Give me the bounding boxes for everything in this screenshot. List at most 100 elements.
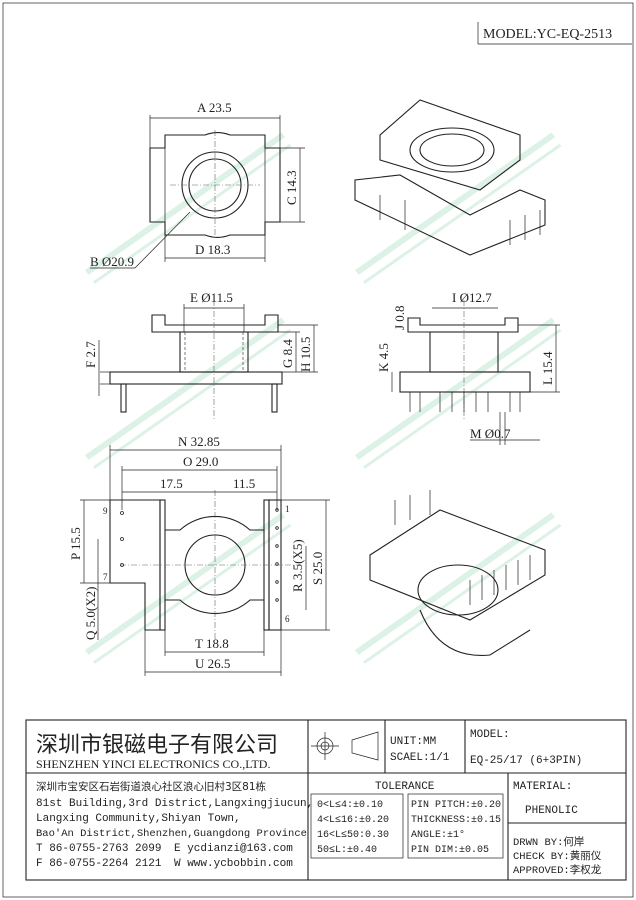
drawing-line bbox=[363, 523, 562, 664]
phone: T 86-0755-2763 2099 bbox=[36, 843, 161, 855]
address-line-1: 81st Building,3rd District,Langxingjiucu… bbox=[36, 798, 313, 810]
drawing-line bbox=[407, 317, 519, 333]
pin-9: 9 bbox=[103, 506, 108, 516]
website: W www.ycbobbin.com bbox=[174, 858, 293, 870]
checked-by: CHECK BY:黄丽仪 bbox=[513, 849, 602, 863]
dim-n: N 32.85 bbox=[178, 434, 220, 449]
pin-6: 6 bbox=[285, 614, 290, 624]
drawing-line bbox=[85, 512, 286, 655]
address-cn: 深圳市宝安区石岩街道浪心社区浪心旧村3区81栋 bbox=[36, 780, 267, 793]
model-value: EQ-25/17 (6+3PIN) bbox=[470, 755, 582, 767]
label: PIN PITCH:±0.20 bbox=[411, 800, 501, 811]
dim-o: O 29.0 bbox=[183, 454, 218, 469]
fax: F 86-0755-2264 2121 bbox=[36, 858, 162, 870]
drawing-line bbox=[407, 793, 504, 859]
front-view: E Ø11.5 F 2.7 G 8.4 H 10.5 bbox=[83, 290, 318, 420]
drawing-line bbox=[419, 133, 485, 167]
side-view: I Ø12.7 J 0.8 K 4.5 L 15.4 M Ø0.7 bbox=[376, 290, 560, 445]
address-line-2: Langxing Community,Shiyan Town, bbox=[36, 813, 241, 825]
pin-1: 1 bbox=[285, 504, 290, 514]
drawing-line bbox=[275, 580, 279, 584]
drawing-line bbox=[93, 143, 292, 284]
label: 0<L≤4:±0.10 bbox=[317, 800, 383, 811]
watermark bbox=[85, 132, 562, 664]
drawing-line bbox=[25, 719, 627, 881]
iso-view-top bbox=[354, 99, 546, 256]
dim-m: M Ø0.7 bbox=[470, 426, 511, 441]
drawing-line bbox=[120, 511, 124, 515]
drawing-line bbox=[120, 563, 124, 567]
drawing-line bbox=[85, 317, 286, 460]
label: PIN DIM:±0.05 bbox=[411, 845, 489, 856]
dim-a: A 23.5 bbox=[197, 100, 232, 115]
address-line-3: Bao'An District,Shenzhen,Guangdong Provi… bbox=[36, 828, 307, 840]
dim-o-left: 17.5 bbox=[160, 476, 183, 491]
dim-t: T 18.8 bbox=[195, 636, 229, 651]
drawing-line bbox=[120, 537, 124, 541]
label: THICKNESS:±0.15 bbox=[411, 815, 501, 826]
drawing-line bbox=[275, 598, 279, 602]
drawing-line bbox=[120, 508, 279, 602]
drawing-line bbox=[355, 132, 556, 275]
drawing-line bbox=[134, 211, 191, 269]
dim-s: S 25.0 bbox=[310, 552, 325, 585]
drawing-line bbox=[363, 328, 562, 469]
drawing-line bbox=[93, 328, 292, 469]
drawing-line bbox=[120, 383, 127, 413]
drawing-line bbox=[275, 562, 279, 566]
dim-l: L 15.4 bbox=[540, 351, 555, 385]
approved-by: APPROVED:李权龙 bbox=[513, 863, 602, 877]
drawn-by: DRWN BY:何岸 bbox=[513, 835, 584, 849]
dim-b: B Ø20.9 bbox=[90, 254, 134, 269]
label: ANGLE:±1° bbox=[411, 829, 465, 841]
drawing-line bbox=[399, 371, 531, 393]
drawing-line bbox=[109, 371, 283, 385]
material-label: MATERIAL: bbox=[513, 781, 572, 793]
dim-i: I Ø12.7 bbox=[452, 290, 492, 305]
model-label: MODEL: bbox=[470, 729, 510, 741]
company-name-en: SHENZHEN YINCI ELECTRONICS CO.,LTD. bbox=[36, 757, 270, 771]
label: 16<L≤50:0.30 bbox=[317, 830, 389, 841]
drawing-line bbox=[419, 609, 531, 656]
drawing-line bbox=[310, 793, 404, 859]
dim-c: C 14.3 bbox=[284, 170, 299, 205]
drawing-line bbox=[417, 564, 499, 616]
dim-e: E Ø11.5 bbox=[190, 290, 233, 305]
title-block: 深圳市银磁电子有限公司 SHENZHEN YINCI ELECTRONICS C… bbox=[25, 719, 627, 881]
bottom-view: 9 7 1 6 N 32.85 O 29.0 17.5 11.5 P 15.5 … bbox=[68, 434, 330, 676]
unit: UNIT:MM bbox=[390, 736, 436, 748]
drawing-line bbox=[379, 99, 521, 191]
dim-h: H 10.5 bbox=[298, 337, 313, 372]
drawing-line bbox=[271, 383, 278, 413]
projection-symbol-icon bbox=[311, 731, 379, 761]
dim-u: U 26.5 bbox=[195, 656, 230, 671]
drawing-line bbox=[354, 174, 546, 256]
drawing-line bbox=[93, 523, 292, 664]
iso-view-bottom bbox=[369, 490, 546, 656]
pin-7: 7 bbox=[103, 572, 108, 582]
drawing-line bbox=[363, 143, 562, 284]
material-value: PHENOLIC bbox=[525, 805, 578, 817]
model-header: MODEL:YC-EQ-2513 bbox=[483, 27, 612, 42]
drawing-line bbox=[355, 317, 556, 460]
drawing-line bbox=[394, 490, 531, 605]
dim-k: K 4.5 bbox=[376, 343, 391, 372]
drawing-line bbox=[351, 731, 379, 761]
email: E ycdianzi@163.com bbox=[174, 843, 293, 855]
scale: SCAEL:1/1 bbox=[390, 752, 450, 764]
dim-f: F 2.7 bbox=[83, 341, 98, 368]
drawing-line bbox=[275, 544, 279, 548]
label: 50≤L:±0.40 bbox=[317, 845, 377, 856]
drawing-line bbox=[275, 526, 279, 530]
dim-p: P 15.5 bbox=[68, 527, 83, 560]
drawing-line bbox=[355, 512, 556, 655]
drawing-line bbox=[369, 509, 546, 621]
drawing-line bbox=[151, 314, 279, 333]
top-view: A 23.5 C 14.3 D 18.3 B Ø20.9 bbox=[90, 100, 305, 269]
drawing-line bbox=[409, 392, 521, 412]
dim-r: R 3.5(X5) bbox=[290, 539, 305, 592]
dim-j: J 0.8 bbox=[392, 305, 407, 330]
dim-q: Q 5.0(X2) bbox=[83, 587, 98, 640]
company-name-cn: 深圳市银磁电子有限公司 bbox=[36, 733, 278, 758]
